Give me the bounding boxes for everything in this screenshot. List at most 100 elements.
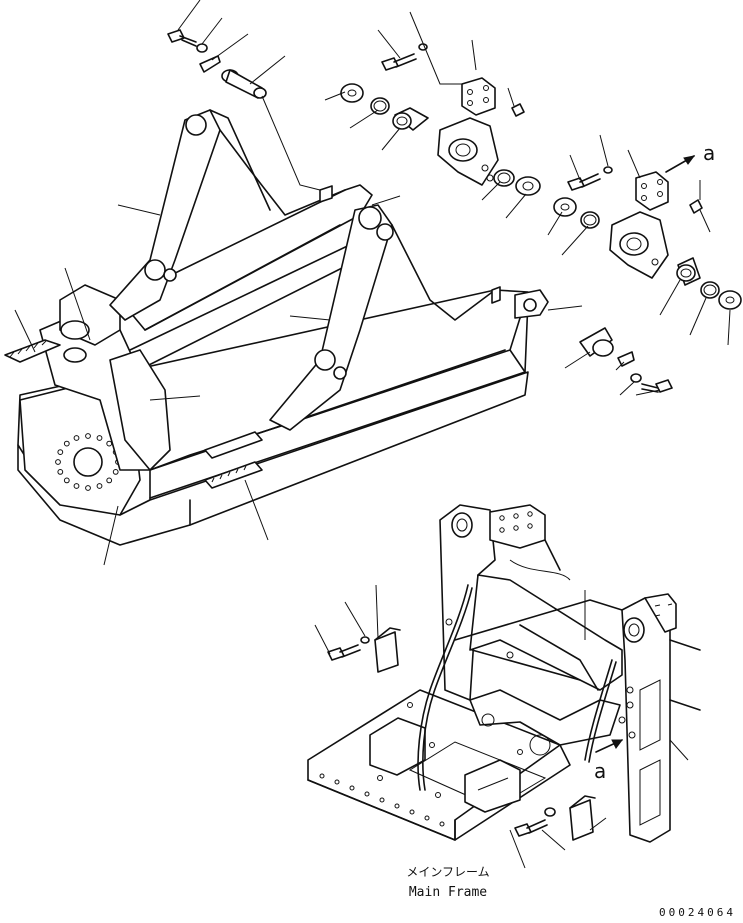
bolt-4 bbox=[641, 379, 673, 393]
guard-strip-mid bbox=[204, 431, 263, 459]
upper-hardware: a bbox=[167, 29, 742, 393]
thrust-washer-2 bbox=[515, 176, 541, 196]
bolt-hole bbox=[112, 469, 119, 475]
clamp-cover-2 bbox=[569, 795, 596, 841]
base-hole bbox=[439, 821, 445, 827]
rear-arm-mid-boss bbox=[144, 259, 166, 281]
rear-arm-top-boss bbox=[185, 114, 207, 136]
center-stand bbox=[109, 349, 171, 471]
hydraulic-hose-right bbox=[584, 659, 613, 761]
washer-5 bbox=[360, 636, 370, 644]
rear-arm bbox=[109, 109, 221, 321]
callout-a-lower: a bbox=[594, 759, 606, 783]
thrust-washer-4 bbox=[718, 290, 742, 310]
lock-plate-2 bbox=[617, 351, 635, 367]
bracket-hole bbox=[527, 511, 533, 517]
bolt-hole bbox=[73, 435, 80, 441]
bracket-hole bbox=[499, 515, 505, 521]
grease-fitting-1 bbox=[511, 103, 525, 117]
bolt-2 bbox=[381, 53, 417, 71]
bolt-1 bbox=[167, 29, 197, 47]
washer-6 bbox=[544, 807, 556, 817]
front-arm-mid-boss bbox=[314, 349, 336, 371]
snap-ring-4 bbox=[700, 281, 720, 299]
bolt-hole bbox=[73, 483, 80, 489]
base-hole bbox=[349, 785, 355, 791]
front-arm-mid-pin bbox=[333, 366, 347, 380]
snap-ring-1 bbox=[370, 97, 390, 115]
carrier-frame-assembly bbox=[4, 109, 549, 546]
clamp-cover-1 bbox=[374, 627, 401, 673]
bracket-hole bbox=[527, 523, 533, 529]
base-holes bbox=[319, 773, 445, 827]
rail-tab-1 bbox=[319, 185, 333, 203]
front-arm-top-boss bbox=[358, 206, 382, 230]
end-plate-hole bbox=[73, 447, 103, 477]
right-column-pin-boss bbox=[623, 617, 645, 643]
front-arm-top-pin bbox=[376, 223, 394, 241]
thrust-washer-1 bbox=[340, 83, 364, 103]
bolt-hole bbox=[63, 440, 70, 447]
base-hole bbox=[379, 797, 385, 803]
bolt-hole bbox=[57, 449, 64, 456]
thrust-washer-3 bbox=[553, 197, 577, 217]
bolt-3 bbox=[567, 173, 601, 191]
pin-boss-2 bbox=[63, 347, 87, 363]
pin-1 bbox=[221, 69, 267, 99]
bolt-hole bbox=[57, 469, 64, 475]
bolt-hole bbox=[85, 433, 91, 439]
caption-english: Main Frame bbox=[409, 885, 487, 900]
bushing-2 bbox=[676, 257, 701, 286]
bracket-hole bbox=[499, 527, 505, 533]
bolt-5 bbox=[327, 644, 361, 661]
leader-lines bbox=[14, 0, 731, 869]
arm-bracket-2 bbox=[609, 211, 669, 279]
bolt-hole bbox=[106, 440, 113, 447]
mount-bracket-1 bbox=[461, 77, 496, 116]
bushing-1 bbox=[392, 107, 429, 131]
washer-1 bbox=[196, 43, 208, 53]
bolt-hole bbox=[106, 477, 113, 484]
front-arm bbox=[269, 204, 393, 431]
right-column-window-2 bbox=[639, 759, 661, 826]
arm-bracket-1 bbox=[437, 117, 499, 186]
snap-ring-3 bbox=[580, 211, 600, 229]
washer-4 bbox=[630, 373, 642, 383]
right-inner-plate bbox=[464, 759, 521, 813]
base-hole bbox=[334, 779, 340, 785]
bolt-hole bbox=[96, 435, 103, 441]
cross-member-upper bbox=[469, 574, 623, 691]
rear-arm-pin bbox=[163, 268, 177, 282]
caption-japanese: メインフレーム bbox=[406, 865, 489, 879]
inner-wall bbox=[369, 717, 426, 776]
pin-2 bbox=[579, 327, 614, 357]
mount-bracket-2 bbox=[635, 171, 669, 211]
bracket-hole bbox=[513, 525, 519, 531]
drawing-number: 00024064 bbox=[659, 906, 736, 919]
bolt-hole bbox=[63, 477, 70, 484]
bolt-hole bbox=[96, 483, 103, 489]
bolt-circle bbox=[55, 433, 121, 491]
right-column-window-1 bbox=[639, 679, 661, 751]
hydraulic-hose-left bbox=[417, 584, 469, 791]
base-hole bbox=[319, 773, 325, 779]
lock-plate-1 bbox=[199, 55, 221, 73]
cross-member-lower bbox=[469, 689, 621, 746]
base-hole bbox=[424, 815, 430, 821]
main-frame-assembly: a bbox=[307, 504, 701, 843]
rail-tab-2 bbox=[491, 286, 501, 304]
grease-fitting-2 bbox=[689, 199, 703, 214]
right-top-bracket bbox=[644, 593, 677, 633]
beam-end-hole bbox=[523, 298, 537, 312]
bracket-holes bbox=[499, 511, 533, 533]
bolt-6 bbox=[514, 819, 548, 837]
pin-boss bbox=[60, 320, 90, 340]
bolt-hole bbox=[85, 485, 91, 491]
base-hole bbox=[364, 791, 370, 797]
base-hole bbox=[394, 803, 400, 809]
bracket-hole bbox=[513, 513, 519, 519]
callout-a-upper: a bbox=[703, 141, 715, 165]
base-hole bbox=[409, 809, 415, 815]
left-column-pin-boss bbox=[451, 512, 473, 538]
